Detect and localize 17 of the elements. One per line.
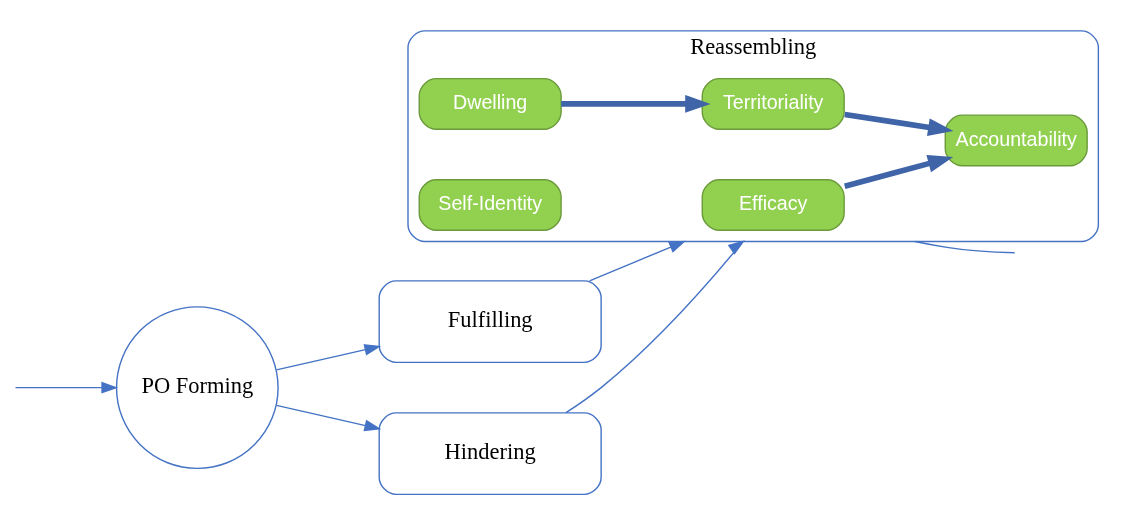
arrow [14,381,119,394]
arrow [565,239,745,413]
node-box: Efficacy [701,178,845,231]
arrow [275,404,382,431]
node-box: Accountability [944,113,1088,166]
connector [914,240,1016,253]
arrow [588,240,686,282]
node-box: Fulfilling [378,279,602,363]
node-box: Territoriality [701,77,845,130]
node-box: Hindering [378,411,602,495]
node-box: Self-Identity [418,178,562,231]
node-box: Dwelling [418,77,562,130]
arrow [844,111,954,136]
arrow [275,343,382,371]
arrow [561,94,711,113]
node-circle: PO Forming [115,305,279,469]
arrow [844,154,954,189]
